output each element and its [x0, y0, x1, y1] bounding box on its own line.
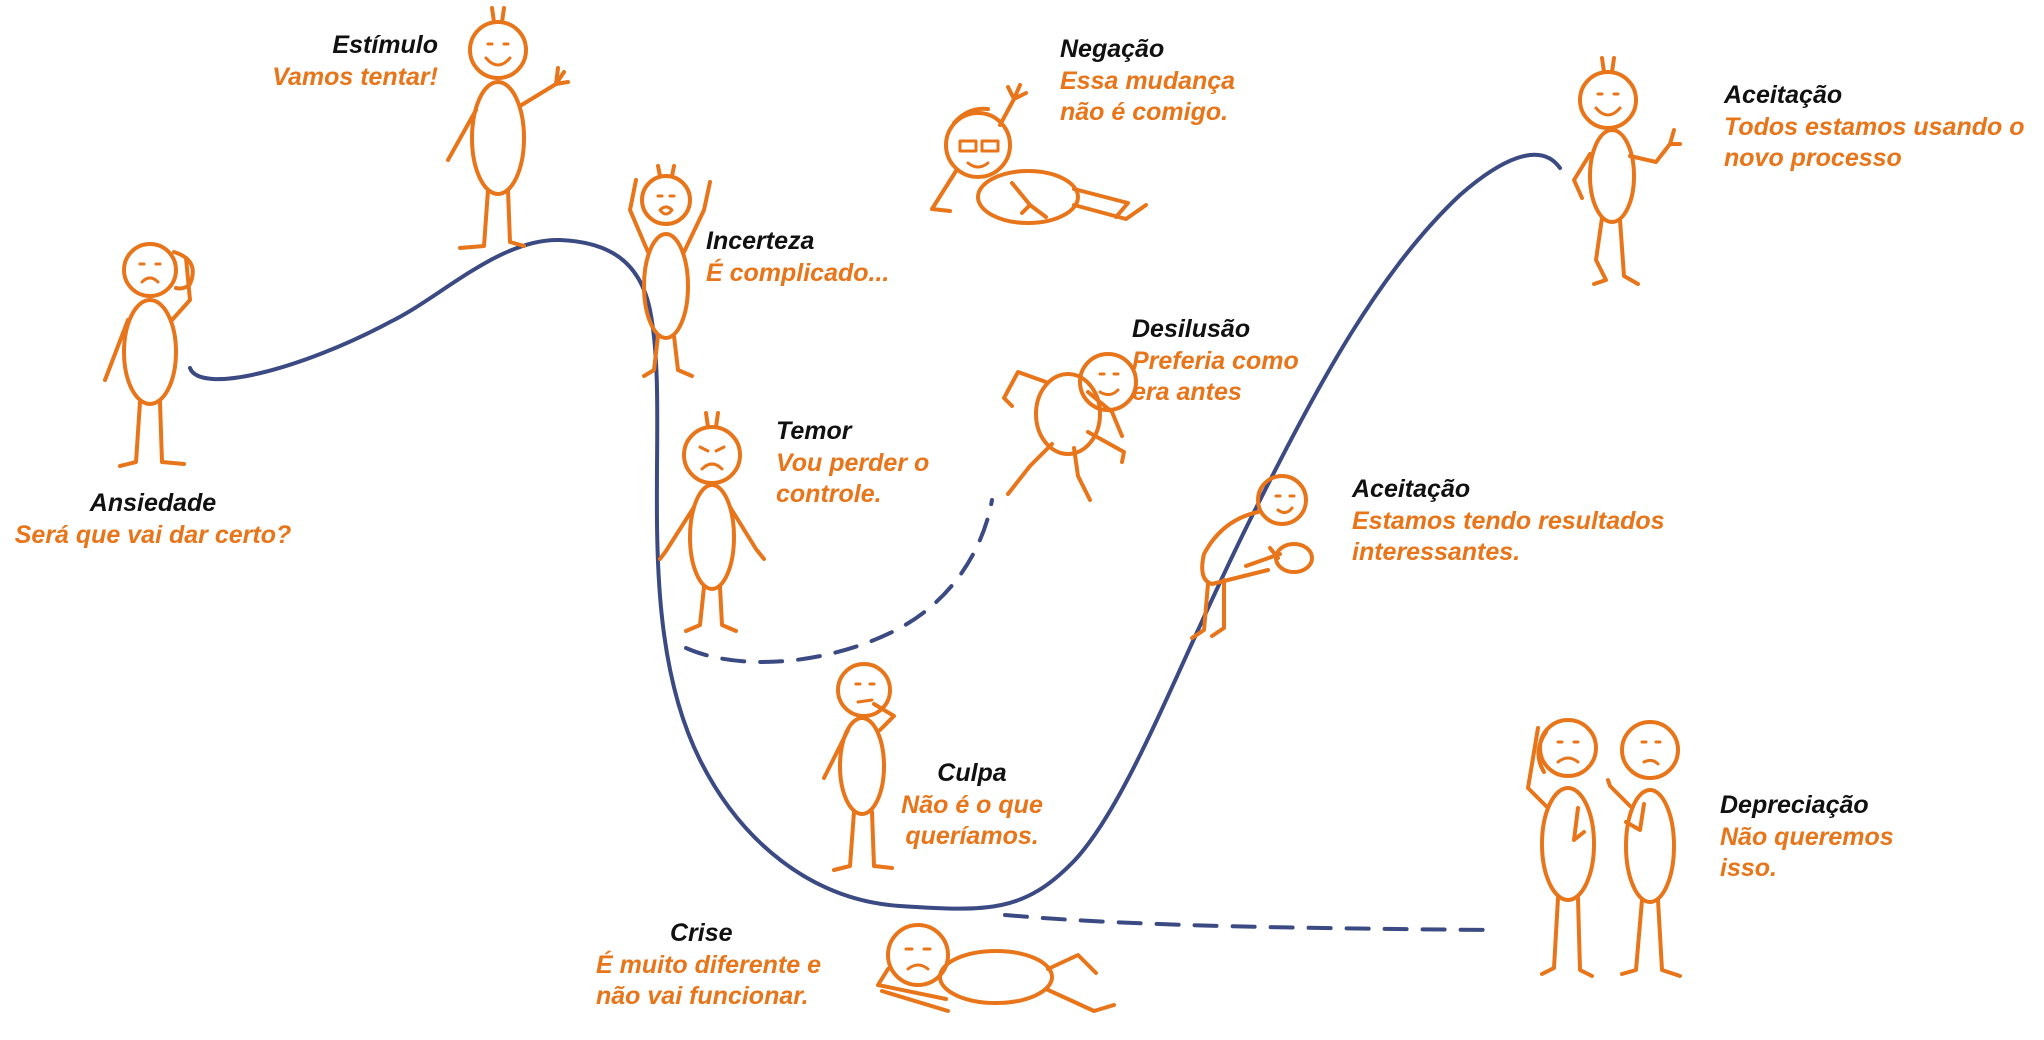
temor-quote-line1: Vou perder o — [776, 448, 930, 477]
aceitacao-mid-title: Aceitação — [1352, 475, 1471, 503]
figure-depreciacao-left — [1526, 718, 1598, 978]
desilusao-title: Desilusão — [1132, 315, 1251, 343]
estimulo-quote: Vamos tentar! — [272, 62, 438, 91]
figure-temor — [658, 411, 766, 633]
change-curve-dashed-depreciacao — [1003, 913, 1497, 932]
negacao-title: Negação — [1060, 35, 1165, 63]
crise-quote-line1: É muito diferente e — [596, 950, 822, 979]
label-estimulo: Estímulo Vamos tentar! — [230, 30, 438, 93]
depreciacao-quote-line2: isso. — [1720, 854, 1777, 882]
estimulo-title: Estímulo — [332, 31, 438, 59]
figure-incerteza — [628, 164, 712, 378]
aceitacao-mid-quote-line2: interessantes. — [1352, 538, 1521, 566]
figure-crise — [876, 923, 1116, 1013]
negacao-quote-line2: não é comigo. — [1060, 98, 1229, 126]
aceitacao-top-title: Aceitação — [1724, 81, 1843, 109]
label-ansiedade: Ansiedade Será que vai dar certo? — [0, 488, 306, 551]
aceitacao-top-quote-line2: novo processo — [1724, 144, 1902, 172]
figure-depreciacao-right — [1606, 720, 1682, 978]
label-depreciacao: Depreciação Não queremos isso. — [1720, 790, 1960, 885]
label-desilusao: Desilusão Preferia como era antes — [1132, 314, 1372, 409]
figure-desilusao — [1002, 352, 1138, 502]
desilusao-quote-line1: Preferia como — [1132, 346, 1299, 375]
figure-negacao — [930, 83, 1148, 225]
figure-culpa — [822, 662, 896, 872]
incerteza-title: Incerteza — [706, 227, 815, 255]
label-incerteza: Incerteza É complicado... — [706, 226, 966, 289]
label-aceitacao-mid: Aceitação Estamos tendo resultados inter… — [1352, 474, 1692, 569]
figure-aceitacao-mid — [1190, 474, 1314, 640]
desilusao-quote-line2: era antes — [1132, 378, 1242, 406]
culpa-quote-line1: Não é o que — [901, 790, 1043, 819]
label-culpa: Culpa Não é o que queríamos. — [880, 758, 1064, 853]
label-crise: Crise É muito diferente e não vai funcio… — [596, 918, 866, 1013]
temor-quote-line2: controle. — [776, 480, 882, 508]
incerteza-quote: É complicado... — [706, 258, 890, 287]
change-curve-dashed-desilusao — [684, 498, 994, 664]
crise-title: Crise — [670, 919, 733, 947]
aceitacao-top-quote-line1: Todos estamos usando o — [1724, 112, 2025, 141]
label-temor: Temor Vou perder o controle. — [776, 416, 996, 511]
culpa-quote-line2: queríamos. — [905, 822, 1039, 850]
crise-quote-line2: não vai funcionar. — [596, 982, 809, 1010]
label-negacao: Negação Essa mudança não é comigo. — [1060, 34, 1320, 129]
figure-ansiedade — [103, 242, 195, 468]
temor-title: Temor — [776, 417, 852, 445]
depreciacao-title: Depreciação — [1720, 791, 1869, 819]
negacao-quote-line1: Essa mudança — [1060, 66, 1236, 95]
label-aceitacao-top: Aceitação Todos estamos usando o novo pr… — [1724, 80, 2042, 175]
aceitacao-mid-quote-line1: Estamos tendo resultados — [1352, 506, 1665, 535]
figure-aceitacao-top — [1572, 56, 1682, 286]
ansiedade-title: Ansiedade — [89, 489, 217, 517]
ansiedade-quote: Será que vai dar certo? — [14, 520, 292, 549]
depreciacao-quote-line1: Não queremos — [1720, 822, 1894, 851]
culpa-title: Culpa — [937, 759, 1007, 787]
change-curve-main — [188, 152, 1562, 911]
figure-estimulo — [446, 6, 570, 250]
